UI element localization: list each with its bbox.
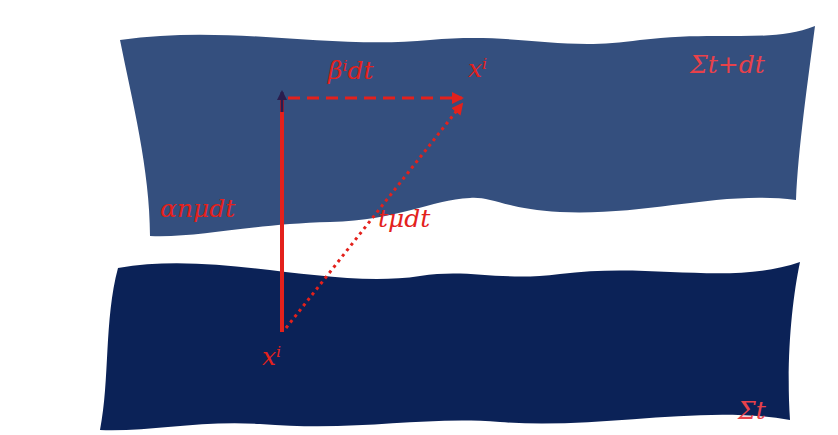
normal-arrowhead [281,92,284,112]
upper-surface [120,26,815,236]
shift-label: βⁱdt [328,58,374,83]
surface-label: Σt [738,398,766,423]
time-vector [286,104,462,328]
point-label: xⁱ [468,56,487,81]
shift-vector [288,97,462,100]
normal-vector [280,100,284,332]
point-label: xⁱ [262,344,281,369]
time-label: tμdt [378,206,430,231]
normal-label: αnμdt [160,196,235,221]
surface-label: Σt+dt [690,52,765,77]
lower-surface [100,262,800,430]
